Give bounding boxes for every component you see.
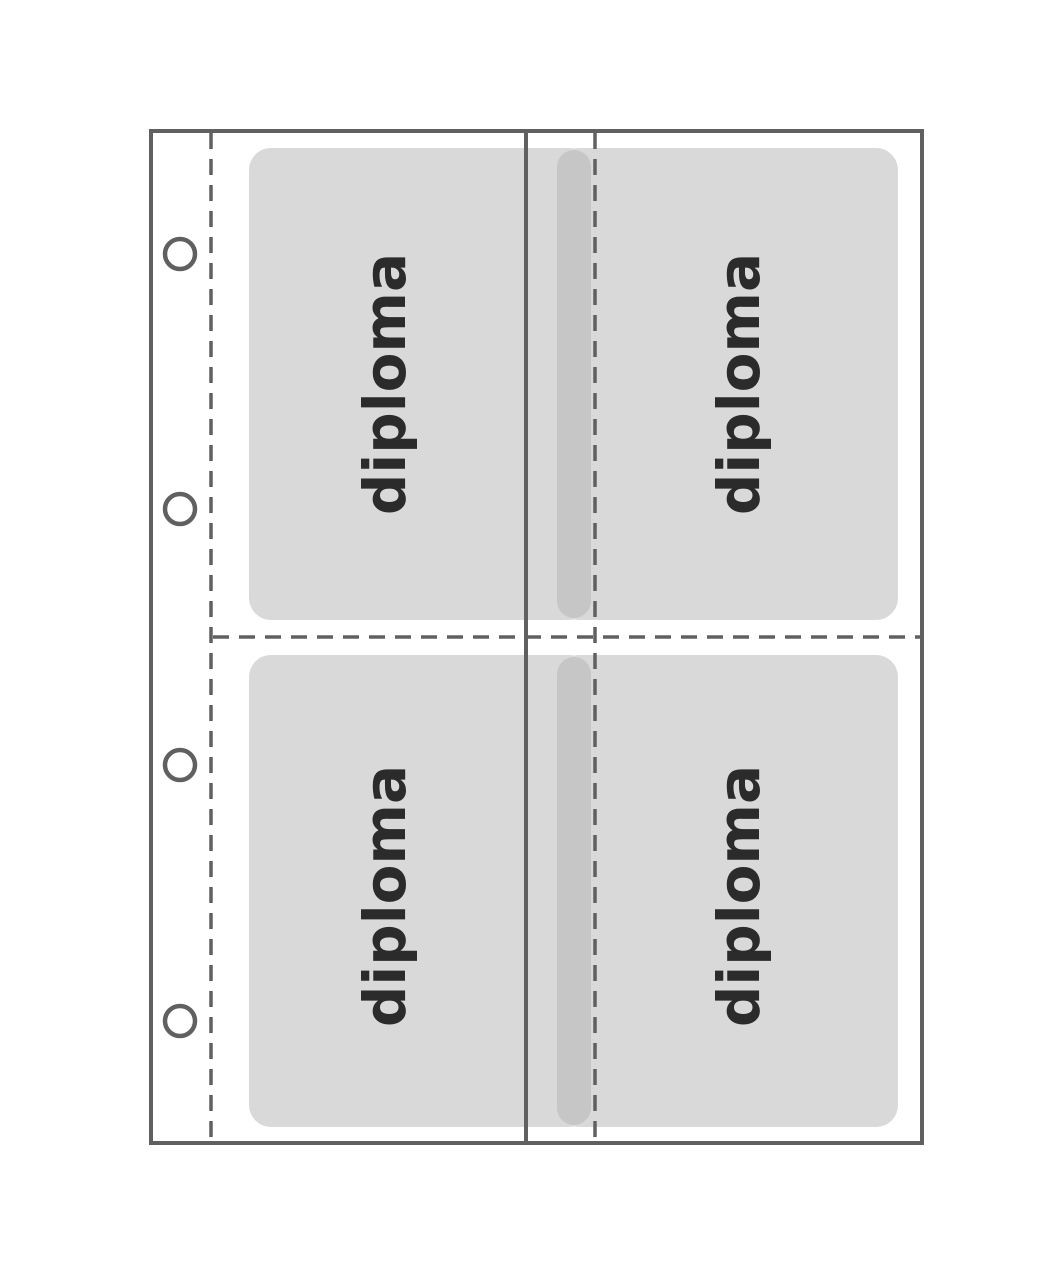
pocket-inserts (249, 148, 898, 1127)
pocket-bottom-left (249, 655, 591, 1127)
binder-hole-4 (162, 1003, 198, 1039)
sheet-outline (149, 129, 924, 1145)
overlap-strip-top (557, 150, 591, 618)
pocket-top-right (557, 148, 898, 620)
pocket-labels: diploma diploma diploma diploma (351, 253, 773, 1027)
pocket-label-top-right: diploma (705, 253, 773, 515)
pocket-label-top-left: diploma (351, 253, 419, 515)
dashed-seal-lines (209, 133, 920, 1142)
pocket-label-bottom-left: diploma (351, 765, 419, 1027)
pocket-label-bottom-right: diploma (705, 765, 773, 1027)
binder-holes (162, 236, 198, 1039)
overlap-strip-bottom (557, 657, 591, 1125)
binder-hole-2 (162, 491, 198, 527)
sheet-frame (149, 129, 924, 1145)
pocket-top-left (249, 148, 591, 620)
binder-hole-3 (162, 747, 198, 783)
binder-hole-1 (162, 236, 198, 272)
overlap-strips (557, 150, 591, 1125)
pocket-bottom-right (557, 655, 898, 1127)
